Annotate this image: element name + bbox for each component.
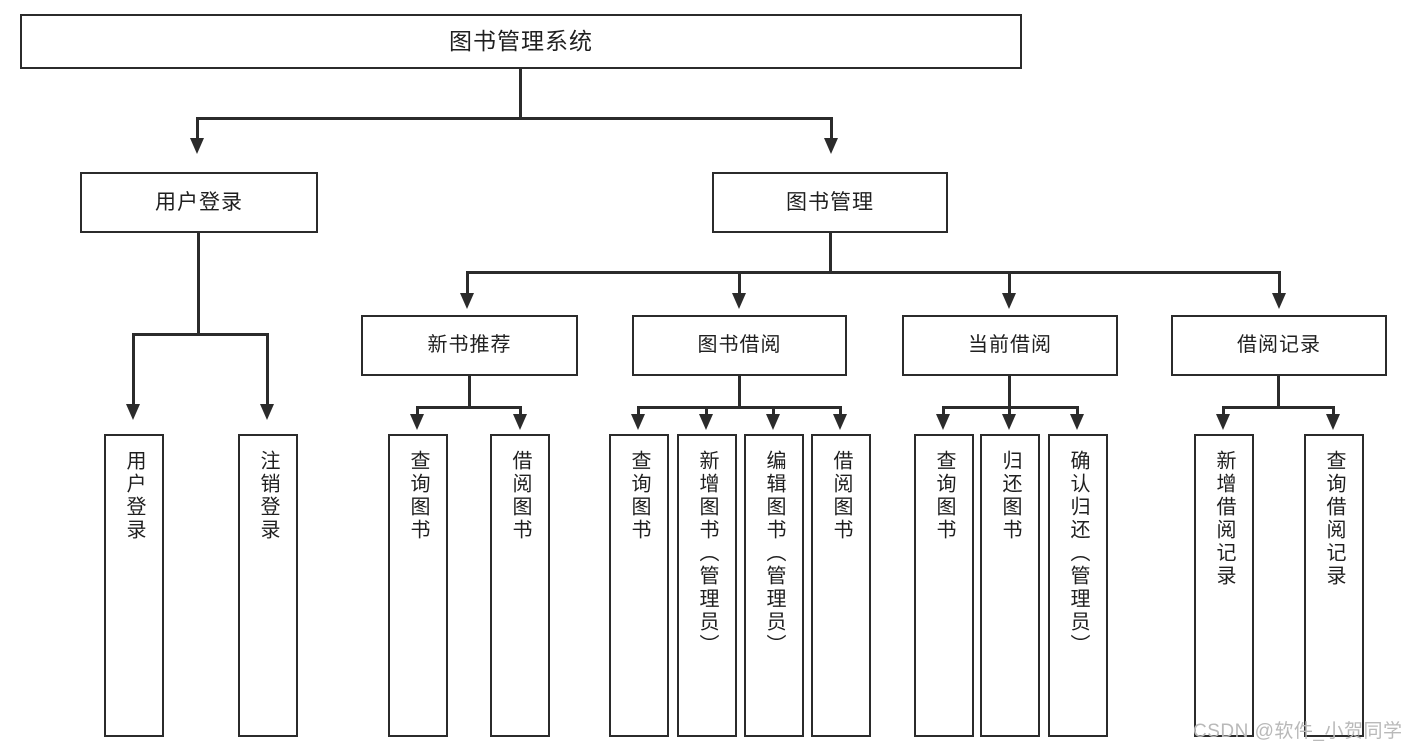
arrowhead-leaf-add-book <box>699 414 713 430</box>
node-new-book-recommend[interactable]: 新书推荐 <box>361 315 578 376</box>
node-label: 用户登录 <box>155 190 243 214</box>
connector-to-borrow-record <box>1278 271 1281 295</box>
leaf-user-login[interactable]: 用户登录 <box>104 434 164 737</box>
node-book-borrow[interactable]: 图书借阅 <box>632 315 847 376</box>
arrowhead-leaf-logout <box>260 404 274 420</box>
connector-borrow-record-bus <box>1222 406 1335 409</box>
node-user-login[interactable]: 用户登录 <box>80 172 318 233</box>
leaf-label: 查询图书 <box>628 450 650 542</box>
connector-to-book-management <box>830 117 833 140</box>
leaf-query-book-new[interactable]: 查询图书 <box>388 434 448 737</box>
connector-user-login-bus <box>132 333 269 336</box>
leaf-label: 新增图书（管理员） <box>696 450 718 657</box>
connector-root-stem <box>519 69 522 119</box>
arrowhead-leaf-confirm-return <box>1070 414 1084 430</box>
connector-borrow-record-leaf2 <box>1332 406 1335 416</box>
leaf-label: 注销登录 <box>257 450 279 542</box>
node-book-management[interactable]: 图书管理 <box>712 172 948 233</box>
leaf-confirm-return[interactable]: 确认归还（管理员） <box>1048 434 1108 737</box>
leaf-label: 借阅图书 <box>509 450 531 542</box>
leaf-borrow-book-borrow[interactable]: 借阅图书 <box>811 434 871 737</box>
leaf-return-book[interactable]: 归还图书 <box>980 434 1040 737</box>
connector-current-borrow-stem <box>1008 376 1011 409</box>
connector-level2-bus <box>196 117 833 120</box>
leaf-query-book-current[interactable]: 查询图书 <box>914 434 974 737</box>
leaf-add-record[interactable]: 新增借阅记录 <box>1194 434 1254 737</box>
connector-book-management-stem <box>829 233 832 274</box>
arrowhead-to-book-management <box>824 138 838 154</box>
node-current-borrow[interactable]: 当前借阅 <box>902 315 1118 376</box>
connector-user-login-leaf1 <box>132 333 135 406</box>
leaf-label: 确认归还（管理员） <box>1067 450 1089 657</box>
connector-to-book-borrow <box>738 271 741 295</box>
arrowhead-leaf-add-record <box>1216 414 1230 430</box>
arrowhead-leaf-query-book-3 <box>936 414 950 430</box>
connector-new-book-leaf1 <box>416 406 419 416</box>
arrowhead-leaf-query-record <box>1326 414 1340 430</box>
connector-level3-bus <box>466 271 1281 274</box>
connector-borrow-record-stem <box>1277 376 1280 409</box>
connector-book-borrow-leaf2 <box>705 406 708 416</box>
arrowhead-to-user-login <box>190 138 204 154</box>
leaf-label: 查询图书 <box>933 450 955 542</box>
connector-book-borrow-stem <box>738 376 741 409</box>
leaf-label: 查询借阅记录 <box>1323 450 1345 588</box>
arrowhead-leaf-borrow-book-1 <box>513 414 527 430</box>
leaf-label: 编辑图书（管理员） <box>763 450 785 657</box>
leaf-label: 新增借阅记录 <box>1213 450 1235 588</box>
node-root-system[interactable]: 图书管理系统 <box>20 14 1022 69</box>
connector-borrow-record-leaf1 <box>1222 406 1225 416</box>
leaf-logout[interactable]: 注销登录 <box>238 434 298 737</box>
arrowhead-to-book-borrow <box>732 293 746 309</box>
connector-book-borrow-leaf4 <box>839 406 842 416</box>
connector-user-login-leaf2 <box>266 333 269 406</box>
arrowhead-leaf-borrow-book-2 <box>833 414 847 430</box>
connector-user-login-stem <box>197 233 200 336</box>
arrowhead-to-new-book-recommend <box>460 293 474 309</box>
connector-to-new-book-recommend <box>466 271 469 295</box>
connector-new-book-bus <box>416 406 522 409</box>
leaf-edit-book[interactable]: 编辑图书（管理员） <box>744 434 804 737</box>
node-borrow-record[interactable]: 借阅记录 <box>1171 315 1387 376</box>
arrowhead-leaf-return-book <box>1002 414 1016 430</box>
connector-book-borrow-bus <box>637 406 842 409</box>
connector-new-book-leaf2 <box>519 406 522 416</box>
arrowhead-leaf-edit-book <box>766 414 780 430</box>
connector-to-current-borrow <box>1008 271 1011 295</box>
leaf-query-book-borrow[interactable]: 查询图书 <box>609 434 669 737</box>
arrowhead-to-borrow-record <box>1272 293 1286 309</box>
leaf-label: 借阅图书 <box>830 450 852 542</box>
leaf-query-record[interactable]: 查询借阅记录 <box>1304 434 1364 737</box>
connector-current-borrow-leaf3 <box>1076 406 1079 416</box>
connector-new-book-stem <box>468 376 471 409</box>
connector-current-borrow-leaf2 <box>1008 406 1011 416</box>
leaf-label: 归还图书 <box>999 450 1021 542</box>
node-label: 借阅记录 <box>1237 334 1321 357</box>
node-label: 新书推荐 <box>427 334 512 357</box>
connector-book-borrow-leaf1 <box>637 406 640 416</box>
connector-to-user-login <box>196 117 199 140</box>
leaf-borrow-book-new[interactable]: 借阅图书 <box>490 434 550 737</box>
node-label: 当前借阅 <box>968 334 1052 357</box>
arrowhead-leaf-query-book-1 <box>410 414 424 430</box>
node-label: 图书管理 <box>786 190 874 214</box>
node-label: 图书借阅 <box>697 334 782 357</box>
arrowhead-leaf-user-login <box>126 404 140 420</box>
arrowhead-leaf-query-book-2 <box>631 414 645 430</box>
connector-current-borrow-leaf1 <box>942 406 945 416</box>
connector-book-borrow-leaf3 <box>772 406 775 416</box>
node-label: 图书管理系统 <box>449 27 593 54</box>
leaf-label: 查询图书 <box>407 450 429 542</box>
leaf-label: 用户登录 <box>123 450 145 542</box>
arrowhead-to-current-borrow <box>1002 293 1016 309</box>
leaf-add-book[interactable]: 新增图书（管理员） <box>677 434 737 737</box>
